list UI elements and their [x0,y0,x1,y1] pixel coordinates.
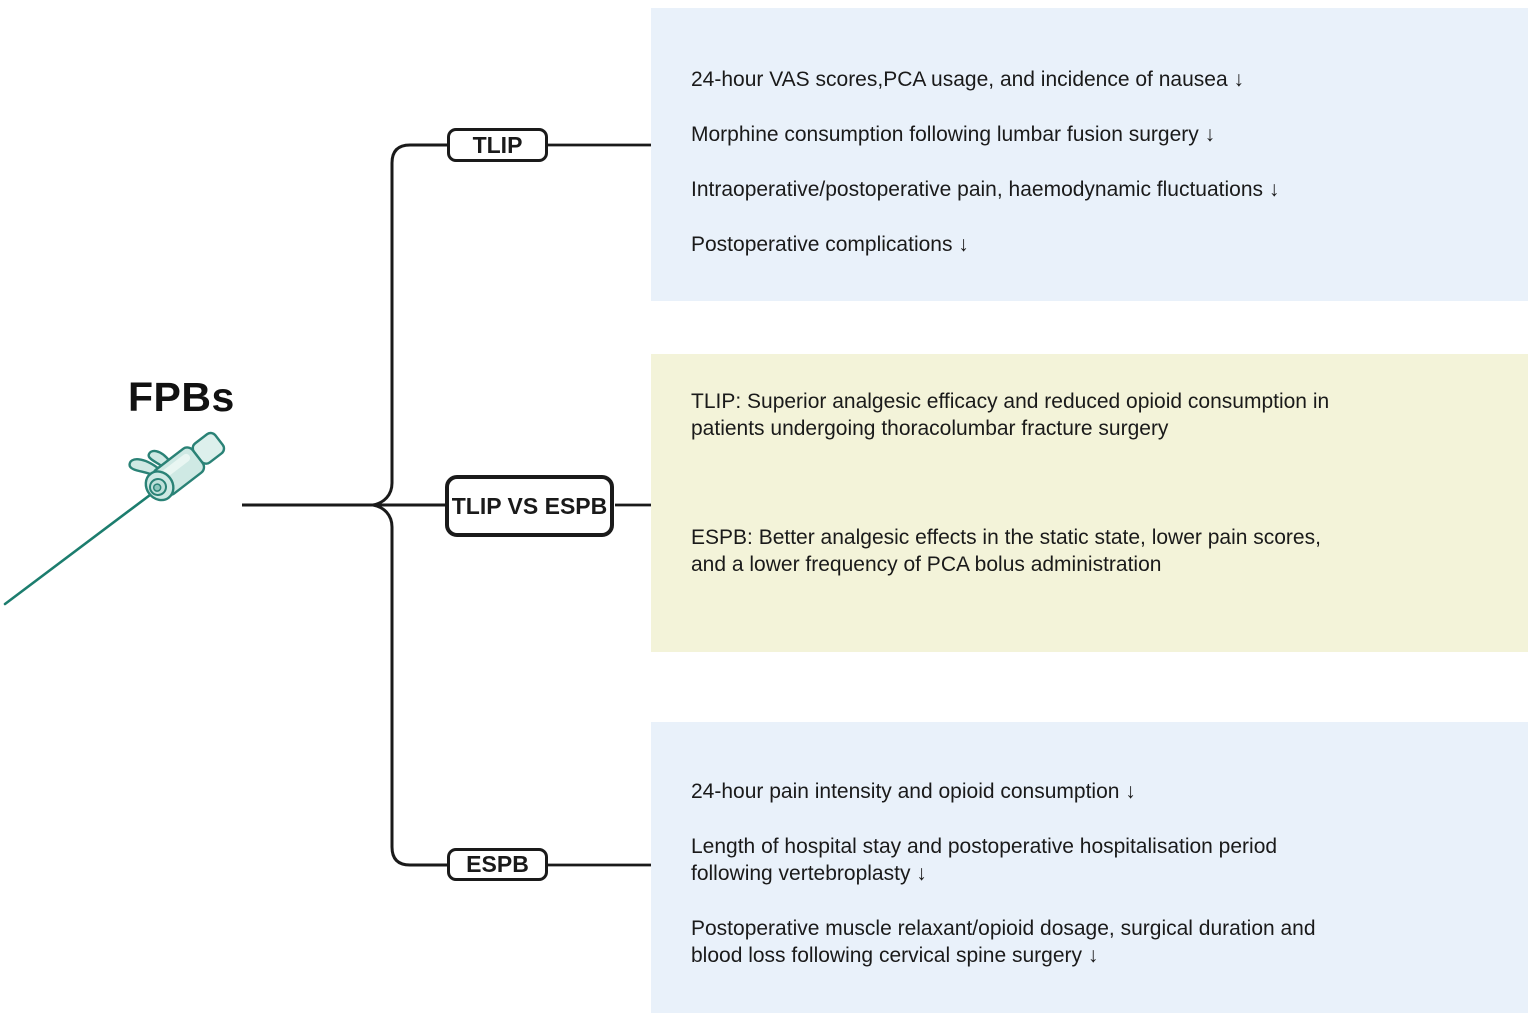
outcome-line: 24-hour VAS scores,PCA usage, and incide… [691,68,1244,91]
node-espb-label: ESPB [466,851,529,877]
outcome-item: Postoperative muscle relaxant/opioid dos… [691,915,1500,969]
node-tlip-vs-espb: TLIP VS ESPB [445,475,614,537]
outcome-line: patients undergoing thoracolumbar fractu… [691,417,1169,440]
outcome-line: Postoperative muscle relaxant/opioid dos… [691,917,1316,940]
node-tlip-label: TLIP [472,131,523,158]
outcome-line: following vertebroplasty ↓ [691,862,927,885]
node-tlip-vs-espb-label: TLIP VS ESPB [451,492,608,519]
outcome-line: Intraoperative/postoperative pain, haemo… [691,178,1280,201]
outcome-line: Length of hospital stay and postoperativ… [691,835,1278,858]
connector-branch-up [372,143,447,507]
root-node-label: FPBs [128,374,235,420]
node-tlip: TLIP [447,128,548,162]
connector-branch-down [372,503,447,867]
outcome-line: Morphine consumption following lumbar fu… [691,123,1216,146]
panel-espb-outcomes: 24-hour pain intensity and opioid consum… [651,722,1528,1013]
outcome-item: 24-hour pain intensity and opioid consum… [691,778,1500,805]
outcome-item: ESPB: Better analgesic effects in the st… [691,524,1500,578]
outcome-item: Postoperative complications ↓ [691,231,1500,258]
outcome-item: Morphine consumption following lumbar fu… [691,121,1500,148]
outcome-line: Postoperative complications ↓ [691,233,969,256]
outcome-item: 24-hour VAS scores,PCA usage, and incide… [691,66,1500,93]
outcome-line: TLIP: Superior analgesic efficacy and re… [691,390,1330,413]
outcome-line: ESPB: Better analgesic effects in the st… [691,526,1321,549]
iv-cannula-icon [3,431,226,606]
outcome-item: Length of hospital stay and postoperativ… [691,833,1500,887]
outcome-item: Intraoperative/postoperative pain, haemo… [691,176,1500,203]
outcome-line: 24-hour pain intensity and opioid consum… [691,780,1136,803]
outcome-line: and a lower frequency of PCA bolus admin… [691,553,1162,576]
panel-tlip-vs-espb-outcomes: TLIP: Superior analgesic efficacy and re… [651,354,1528,652]
node-espb: ESPB [447,848,548,881]
outcome-line: blood loss following cervical spine surg… [691,944,1099,967]
outcome-item: TLIP: Superior analgesic efficacy and re… [691,388,1500,442]
panel-tlip-outcomes: 24-hour VAS scores,PCA usage, and incide… [651,8,1528,301]
